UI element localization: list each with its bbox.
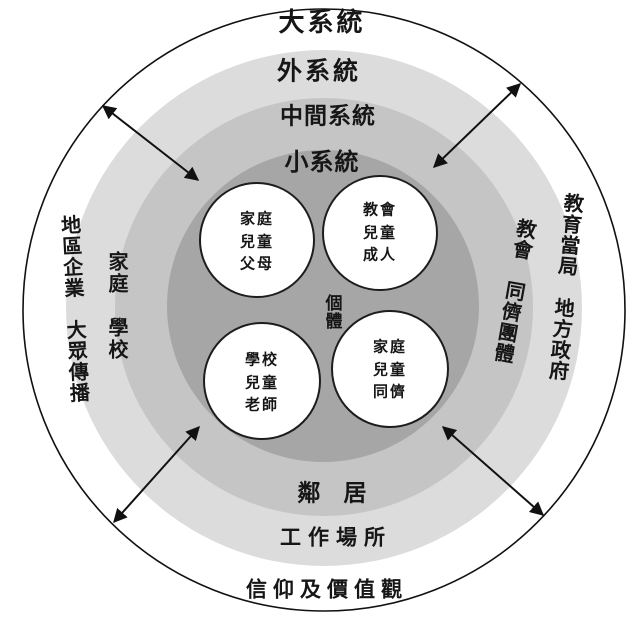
circle-line: 家庭 bbox=[239, 209, 275, 228]
circle-line: 兒童 bbox=[372, 359, 408, 378]
arrow-top-left bbox=[101, 105, 200, 181]
micro-circle-bottom-right bbox=[331, 310, 449, 428]
circle-line: 成人 bbox=[362, 245, 398, 264]
meso-system-label: 中間系統 bbox=[280, 103, 376, 130]
circle-line: 兒童 bbox=[362, 222, 398, 241]
micro-circle-top-right bbox=[322, 175, 438, 291]
arrow-bottom-right bbox=[441, 426, 545, 516]
circle-line: 家庭 bbox=[372, 337, 408, 356]
circle-school-child-teacher-label: 學校 兒童 老師 bbox=[245, 348, 279, 416]
meso-left-label: 家庭 學校 bbox=[105, 251, 129, 361]
circle-line: 兒童 bbox=[239, 231, 275, 250]
circle-family-child-parents-label: 家庭 兒童 父母 bbox=[240, 207, 274, 275]
macro-bottom-label: 信仰及價值觀 bbox=[246, 577, 408, 602]
circle-line: 老師 bbox=[244, 395, 280, 414]
circle-line: 兒童 bbox=[244, 372, 280, 391]
exo-system-label: 外系統 bbox=[276, 56, 362, 86]
macro-system-label: 大系統 bbox=[278, 8, 366, 38]
individual-label: 個體 bbox=[321, 294, 342, 330]
arrow-bottom-left bbox=[113, 425, 200, 524]
arrow-top-right bbox=[432, 83, 522, 168]
micro-circle-top-left bbox=[199, 182, 315, 298]
circle-family-child-peers-label: 家庭 兒童 同儕 bbox=[373, 335, 407, 403]
exo-bottom-label: 工作場所 bbox=[280, 525, 392, 550]
circle-church-child-adults-label: 教會 兒童 成人 bbox=[363, 198, 397, 266]
circle-line: 教會 bbox=[362, 200, 398, 219]
circle-line: 學校 bbox=[244, 350, 280, 369]
circle-line: 父母 bbox=[239, 254, 275, 273]
circle-line: 同儕 bbox=[372, 382, 408, 401]
micro-circle-bottom-left bbox=[203, 322, 321, 440]
micro-system-label: 小系統 bbox=[284, 148, 360, 176]
meso-bottom-label: 鄰 居 bbox=[297, 480, 367, 507]
